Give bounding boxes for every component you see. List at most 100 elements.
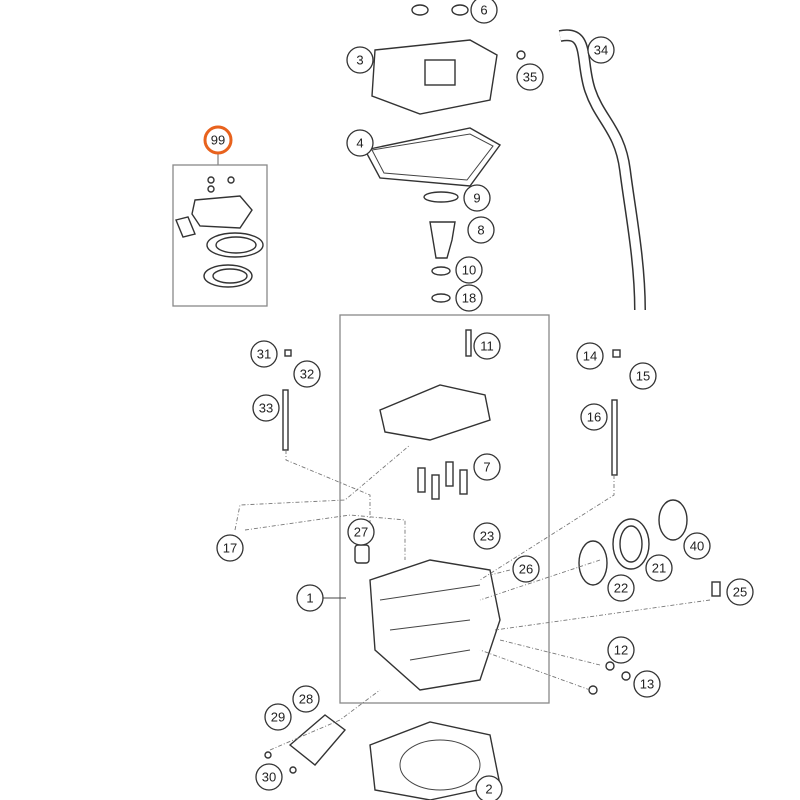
callout-circle (346, 129, 374, 157)
callout-number: 12 (614, 643, 628, 658)
callout-circle (475, 775, 503, 800)
callout-circle (726, 578, 754, 606)
callout-number: 11 (480, 339, 494, 354)
callout-number: 14 (583, 349, 597, 364)
callout-27[interactable]: 27 (347, 518, 375, 546)
callout-circle (216, 534, 244, 562)
callout-40[interactable]: 40 (683, 532, 711, 560)
callout-33[interactable]: 33 (252, 394, 280, 422)
callout-circle (607, 574, 635, 602)
callout-number: 21 (652, 561, 666, 576)
callout-3[interactable]: 3 (346, 46, 374, 74)
callout-14[interactable]: 14 (576, 342, 604, 370)
callout-9[interactable]: 9 (463, 184, 491, 212)
callout-number: 29 (271, 710, 285, 725)
callout-number: 99 (211, 133, 225, 148)
callout-circle (292, 685, 320, 713)
callout-number: 30 (262, 770, 276, 785)
callout-2[interactable]: 2 (475, 775, 503, 800)
callout-circle (250, 340, 278, 368)
gasket-kit-parts (175, 176, 264, 288)
callout-26[interactable]: 26 (512, 555, 540, 583)
callout-34[interactable]: 34 (587, 36, 615, 64)
callout-28[interactable]: 28 (292, 685, 320, 713)
callout-circle (683, 532, 711, 560)
callout-number: 35 (523, 70, 537, 85)
callout-circle (467, 216, 495, 244)
callout-12[interactable]: 12 (607, 636, 635, 664)
callout-15[interactable]: 15 (629, 362, 657, 390)
callout-number: 23 (480, 529, 494, 544)
callout-23[interactable]: 23 (473, 522, 501, 550)
callout-circle (203, 125, 233, 155)
cylinder-head-box (339, 314, 550, 704)
callout-1[interactable]: 1 (296, 584, 324, 612)
callout-circle (346, 46, 374, 74)
callout-circle (455, 256, 483, 284)
callout-17[interactable]: 17 (216, 534, 244, 562)
callout-circle (607, 636, 635, 664)
callout-number: 15 (636, 369, 650, 384)
callout-circle (576, 342, 604, 370)
callout-number: 9 (473, 191, 480, 206)
callout-number: 22 (614, 581, 628, 596)
callout-30[interactable]: 30 (255, 763, 283, 791)
callout-number: 31 (257, 347, 271, 362)
callout-circle (455, 284, 483, 312)
callout-circle (629, 362, 657, 390)
callout-number: 13 (640, 677, 654, 692)
callout-circle (587, 36, 615, 64)
callout-16[interactable]: 16 (580, 403, 608, 431)
callout-29[interactable]: 29 (264, 703, 292, 731)
callout-circle (470, 0, 498, 24)
callout-number: 40 (690, 539, 704, 554)
callout-number: 17 (223, 541, 237, 556)
callout-22[interactable]: 22 (607, 574, 635, 602)
callout-circle (512, 555, 540, 583)
callout-circle (252, 394, 280, 422)
valve-cover-parts (363, 4, 646, 311)
gasket-kit-box (172, 164, 268, 307)
callout-10[interactable]: 10 (455, 256, 483, 284)
callout-number: 34 (594, 43, 608, 58)
callout-35[interactable]: 35 (516, 63, 544, 91)
callout-99[interactable]: 99 (203, 125, 233, 155)
callout-number: 18 (462, 291, 476, 306)
callout-number: 2 (485, 782, 492, 797)
callout-number: 3 (356, 53, 363, 68)
callout-circle (264, 703, 292, 731)
callout-number: 7 (483, 460, 490, 475)
callout-21[interactable]: 21 (645, 554, 673, 582)
callout-number: 8 (477, 223, 484, 238)
callout-number: 25 (733, 585, 747, 600)
callout-number: 26 (519, 562, 533, 577)
callout-11[interactable]: 11 (473, 332, 501, 360)
callout-circle (473, 332, 501, 360)
callout-layer: 6 3 35 34 4 9 8 10 18 99 11 31 32 14 15 33 16 7 27 23 17 40 26… (203, 0, 754, 800)
callout-circle (633, 670, 661, 698)
callout-number: 33 (259, 401, 273, 416)
callout-circle (463, 184, 491, 212)
callout-circle (473, 522, 501, 550)
leader-lines (234, 444, 711, 751)
callout-32[interactable]: 32 (293, 360, 321, 388)
callout-number: 1 (306, 591, 313, 606)
cylinder-head-parts (264, 329, 721, 800)
callout-31[interactable]: 31 (250, 340, 278, 368)
callout-7[interactable]: 7 (473, 453, 501, 481)
callout-circle (255, 763, 283, 791)
callout-circle (296, 584, 324, 612)
callout-circle (293, 360, 321, 388)
callout-8[interactable]: 8 (467, 216, 495, 244)
callout-6[interactable]: 6 (470, 0, 498, 24)
callout-4[interactable]: 4 (346, 129, 374, 157)
callout-circle (516, 63, 544, 91)
callout-number: 27 (354, 525, 368, 540)
callout-18[interactable]: 18 (455, 284, 483, 312)
callout-number: 28 (299, 692, 313, 707)
callout-13[interactable]: 13 (633, 670, 661, 698)
callout-number: 4 (356, 136, 363, 151)
callout-number: 16 (587, 410, 601, 425)
callout-25[interactable]: 25 (726, 578, 754, 606)
